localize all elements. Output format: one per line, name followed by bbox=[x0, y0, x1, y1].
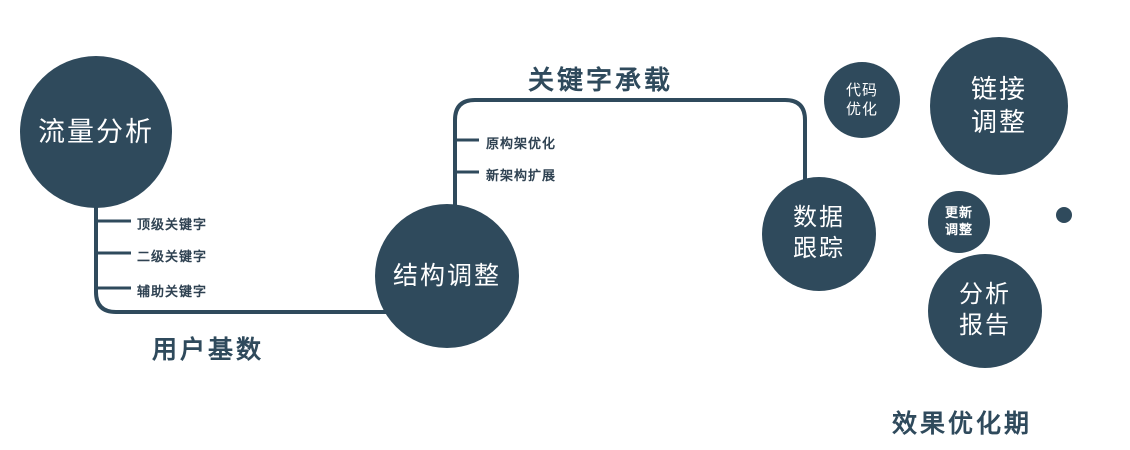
node-traffic-analysis-label: 流量分析 bbox=[38, 116, 154, 147]
node-analysis-report-line1: 分析 bbox=[959, 281, 1011, 309]
node-analysis-report-line2: 报告 bbox=[959, 312, 1011, 339]
tick-label-secondary-keywords: 二级关键字 bbox=[137, 249, 208, 264]
node-traffic-analysis: 流量分析 bbox=[20, 56, 172, 208]
node-link-adjustment-line1: 链接 bbox=[970, 73, 1027, 104]
bullet-dot bbox=[1056, 207, 1072, 223]
node-code-optimization-line1: 代码 bbox=[845, 81, 878, 99]
node-link-adjustment-line2: 调整 bbox=[970, 107, 1027, 137]
node-data-tracking-line1: 数据 bbox=[793, 204, 845, 232]
tick-label-auxiliary-keywords: 辅助关键字 bbox=[137, 284, 208, 299]
node-structure-adjustment: 结构调整 bbox=[375, 204, 519, 348]
edge-label-keyword-carry: 关键字承载 bbox=[528, 65, 674, 95]
node-update-adjustment-line1: 更新 bbox=[944, 205, 973, 221]
node-data-tracking: 数据 跟踪 bbox=[762, 177, 876, 291]
footer-phase-label: 效果优化期 bbox=[892, 410, 1033, 438]
node-link-adjustment: 链接 调整 bbox=[930, 37, 1068, 175]
node-update-adjustment: 更新 调整 bbox=[928, 191, 990, 253]
node-update-adjustment-line2: 调整 bbox=[944, 222, 973, 237]
edge-traffic-to-structure bbox=[94, 185, 392, 314]
tick-label-top-keywords: 顶级关键字 bbox=[137, 217, 208, 232]
node-analysis-report: 分析 报告 bbox=[928, 254, 1042, 368]
node-code-optimization-line2: 优化 bbox=[845, 101, 878, 118]
node-code-optimization: 代码 优化 bbox=[824, 62, 900, 138]
edge-label-user-base: 用户基数 bbox=[152, 336, 265, 364]
node-structure-adjustment-label: 结构调整 bbox=[392, 262, 501, 290]
tick-label-original-architecture: 原构架优化 bbox=[486, 136, 557, 151]
node-data-tracking-line2: 跟踪 bbox=[793, 235, 845, 262]
tick-label-new-architecture: 新架构扩展 bbox=[486, 168, 557, 183]
edge-structure-to-data bbox=[453, 98, 807, 212]
